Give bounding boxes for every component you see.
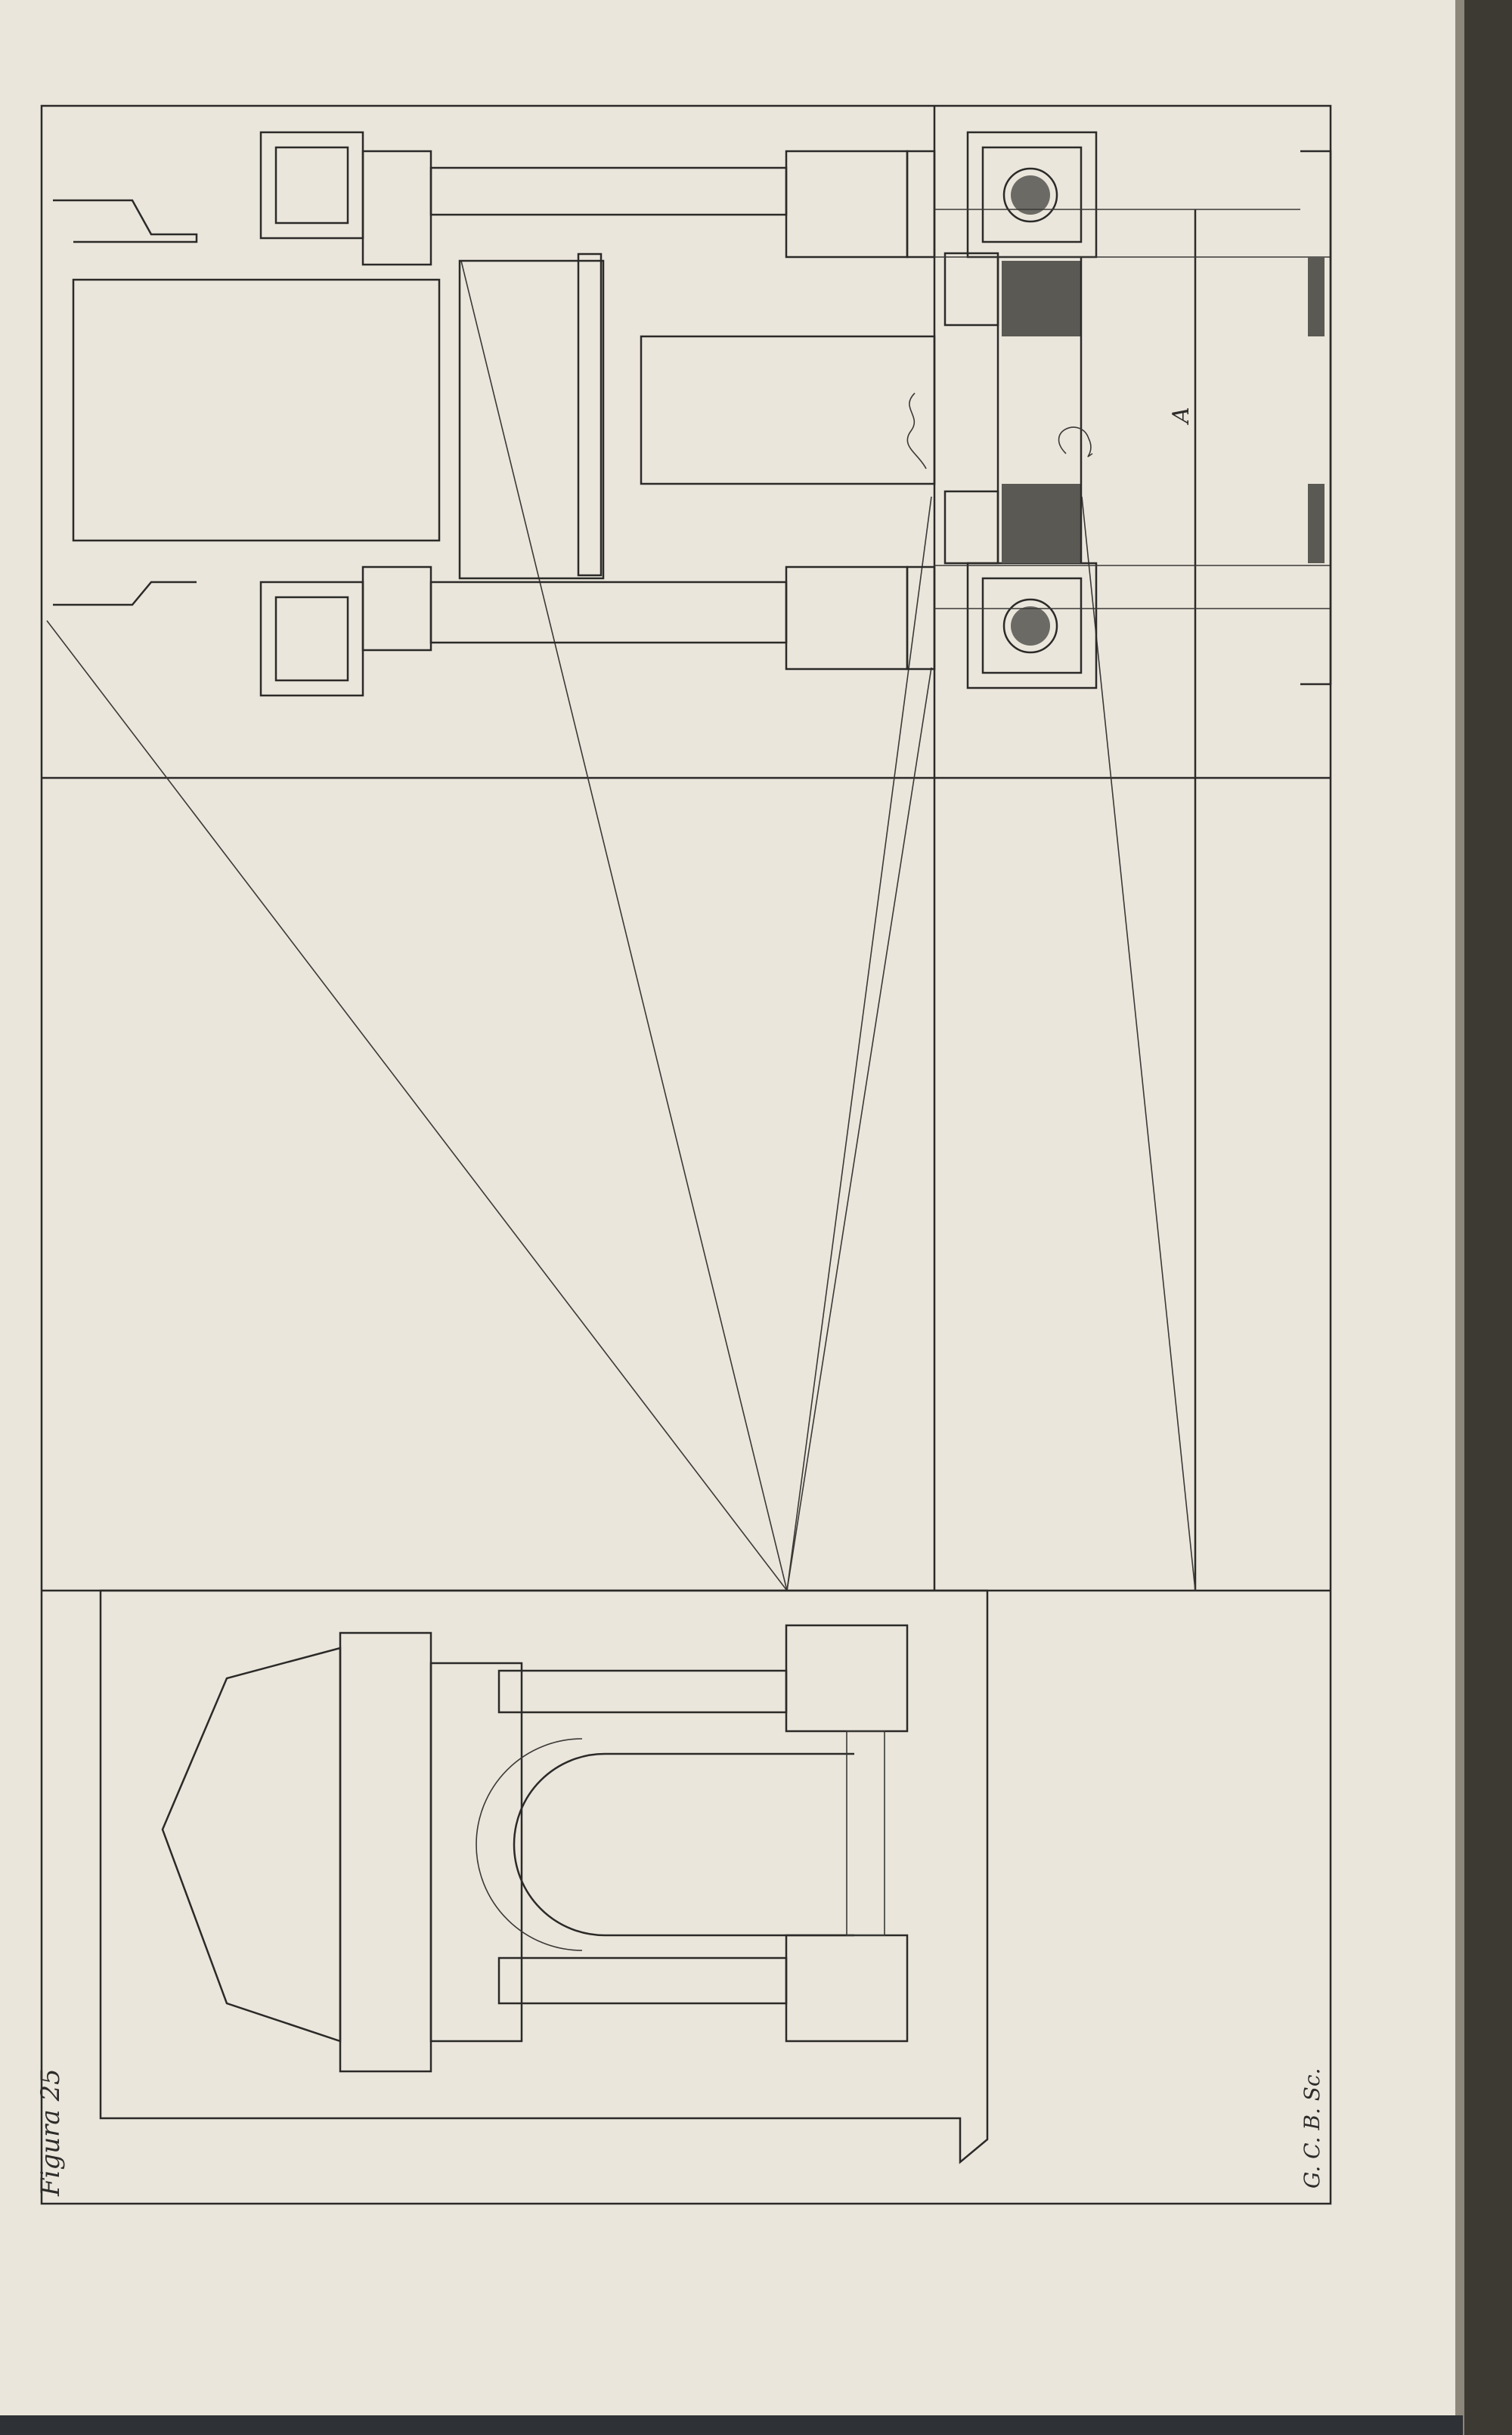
bottom-edge	[0, 2415, 1463, 2435]
figure-label: Figura 25	[36, 2068, 66, 2197]
arch-elevation	[53, 131, 936, 697]
ground-plan	[906, 131, 1332, 689]
perspective-arch-picture	[99, 1589, 989, 2164]
book-binding-edge	[1463, 0, 1512, 2435]
page-edge	[1455, 0, 1464, 2435]
visual-rays	[46, 260, 1196, 1591]
engraver-signature: G. C. B. Sc.	[1300, 2068, 1325, 2189]
point-a-label: A	[1168, 407, 1194, 426]
plate-frame	[40, 104, 1332, 2205]
